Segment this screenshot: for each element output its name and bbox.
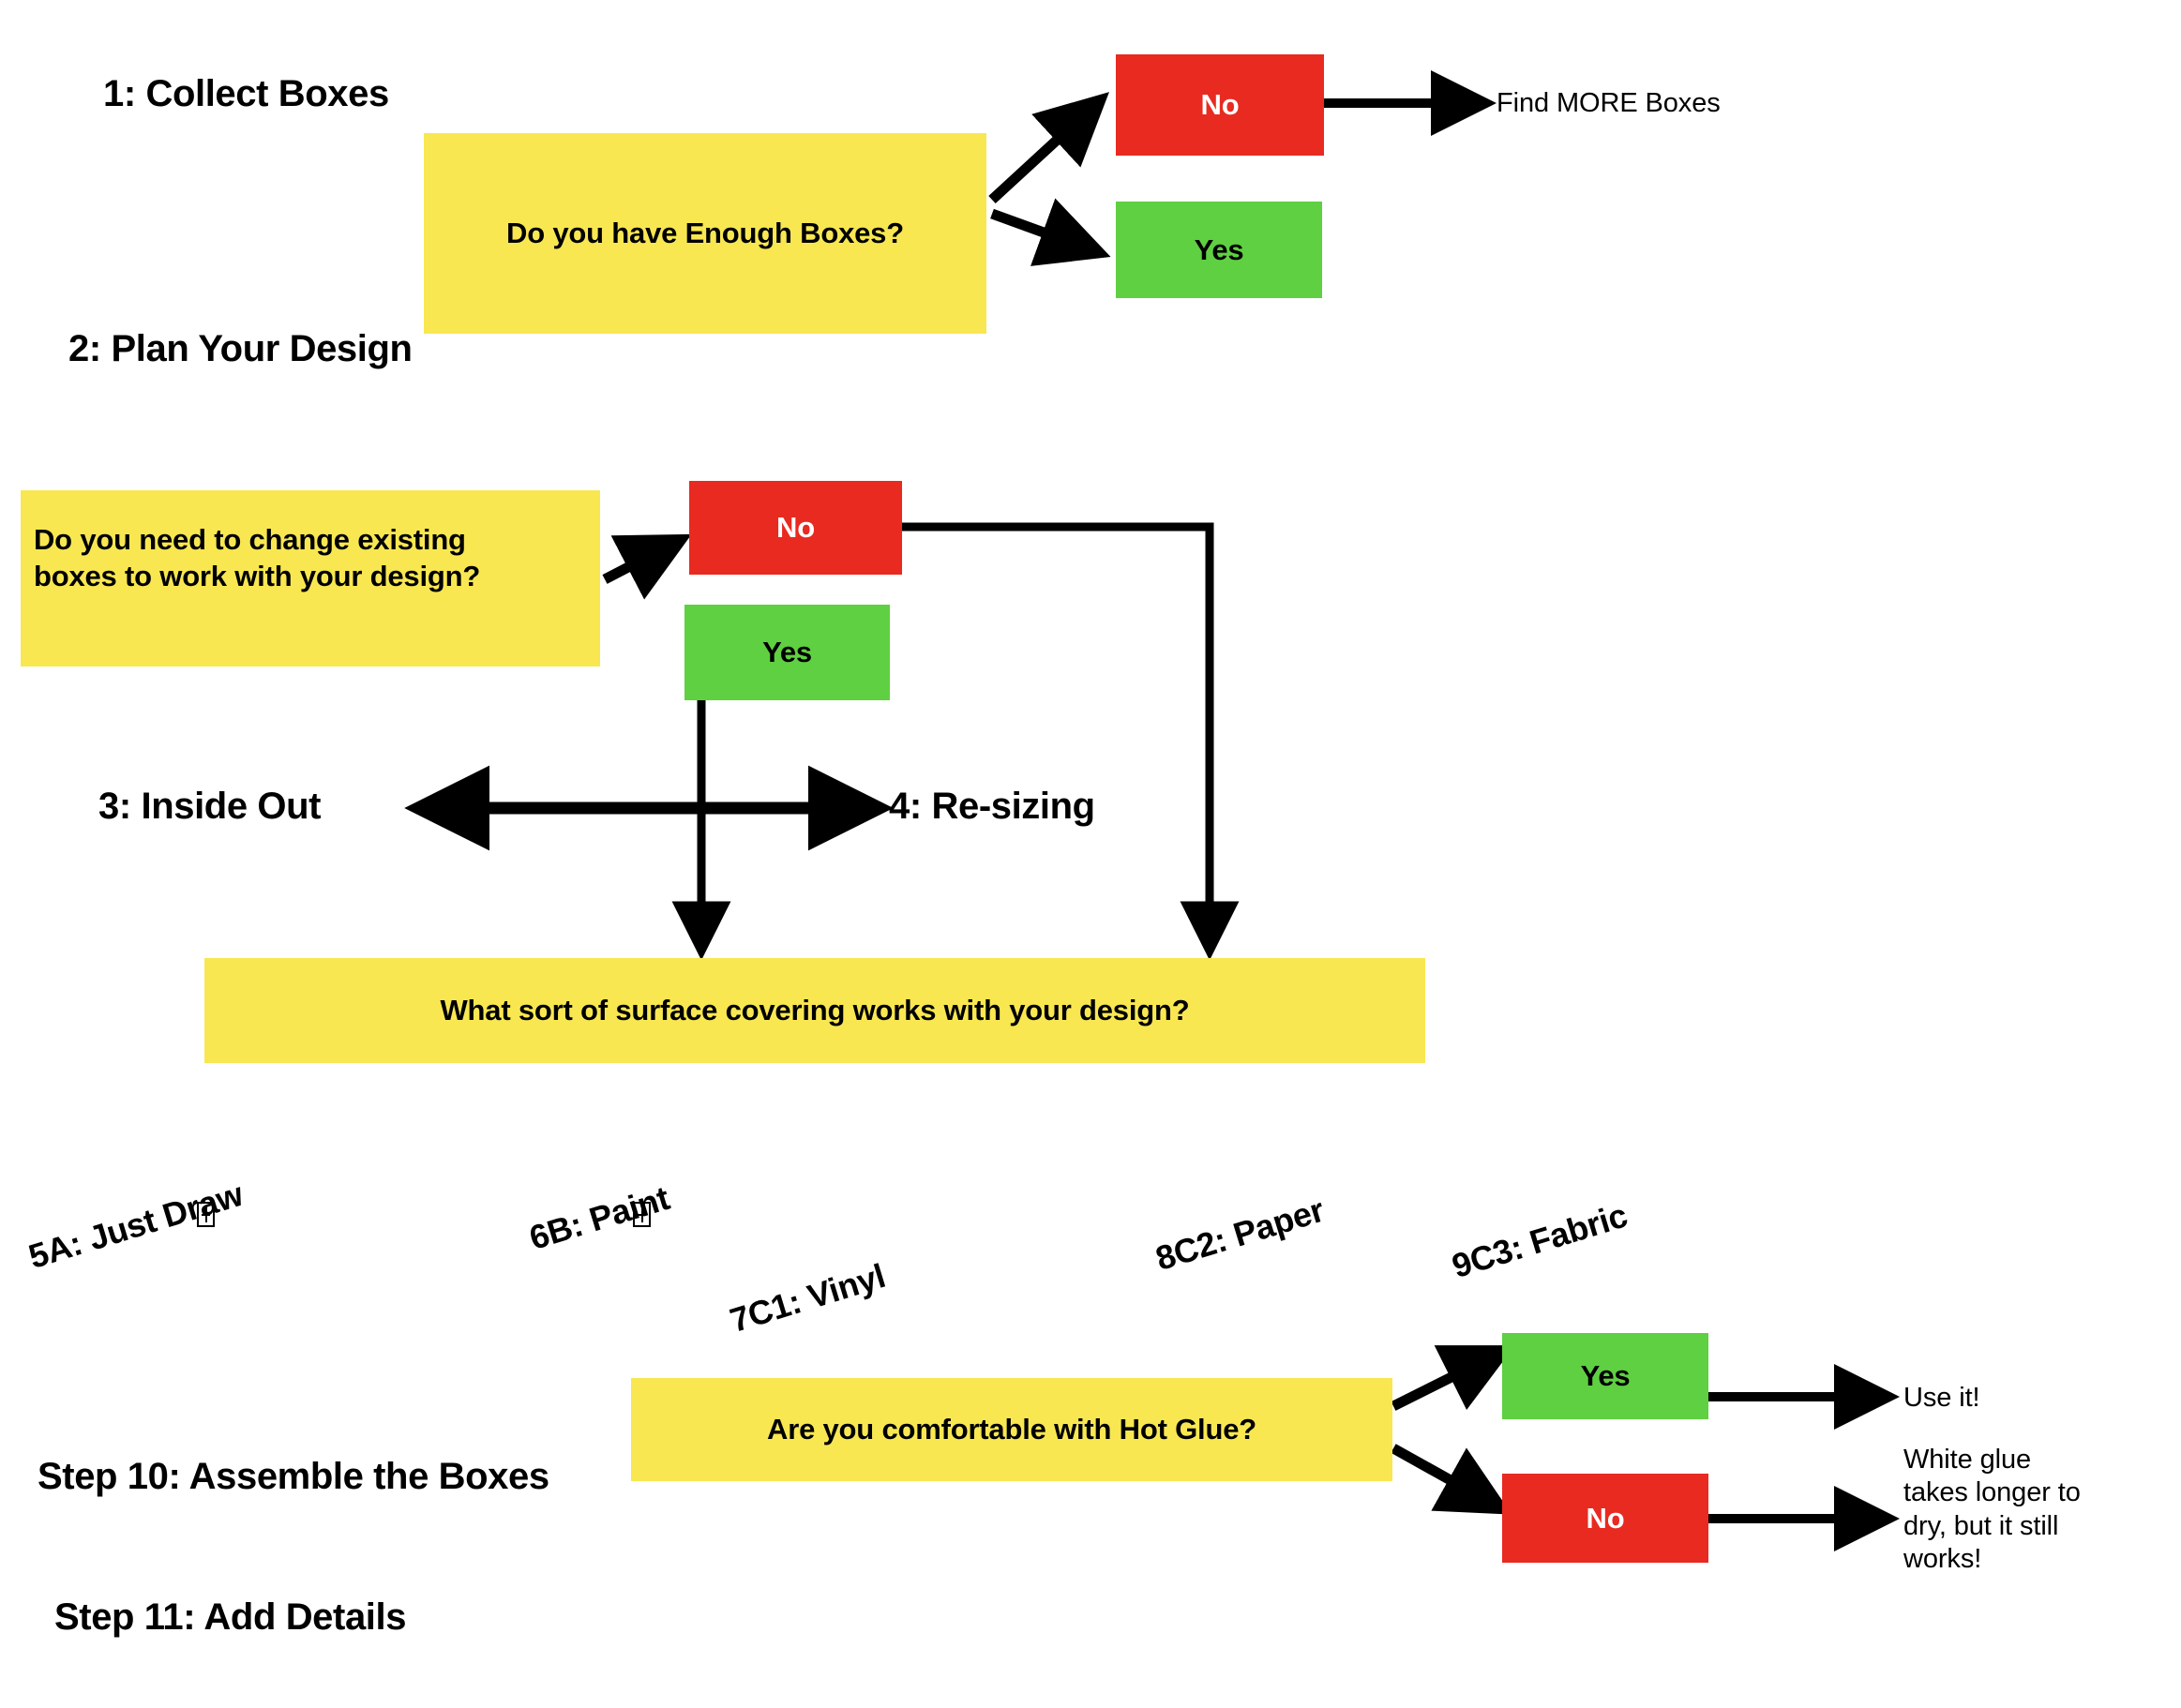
option-no-change-existing[interactable]: No	[689, 481, 902, 575]
white-glue-line-3: dry, but it still	[1903, 1510, 2059, 1541]
option-yes-hot-glue[interactable]: Yes	[1502, 1333, 1708, 1419]
step-1-title: 1: Collect Boxes	[103, 73, 389, 114]
question-change-existing-boxes: Do you need to change existing boxes to …	[21, 490, 600, 667]
option-no-hot-glue[interactable]: No	[1502, 1474, 1708, 1563]
question-hot-glue: Are you comfortable with Hot Glue?	[631, 1378, 1392, 1481]
missing-glyph-icon-1	[197, 1202, 215, 1227]
covering-option-9c3-fabric[interactable]: 9C3: Fabric	[1447, 1195, 1632, 1286]
white-glue-line-1: White glue	[1903, 1445, 2032, 1475]
question-surface-covering: What sort of surface covering works with…	[204, 958, 1425, 1063]
step-11-title: Step 11: Add Details	[54, 1596, 407, 1638]
arrow-enough-boxes-to-no	[988, 92, 1109, 204]
white-glue-line-4: works!	[1903, 1544, 1982, 1575]
covering-option-8c2-paper[interactable]: 8C2: Paper	[1151, 1190, 1329, 1279]
option-no-enough-boxes[interactable]: No	[1116, 54, 1324, 156]
step-3-title: 3: Inside Out	[98, 786, 322, 827]
question-enough-boxes: Do you have Enough Boxes?	[424, 133, 986, 334]
arrow-enough-boxes-to-yes	[990, 198, 1111, 266]
white-glue-line-2: takes longer to	[1903, 1477, 2081, 1508]
step-2-title: 2: Plan Your Design	[68, 328, 413, 369]
outcome-find-more-boxes: Find MORE Boxes	[1497, 88, 1721, 118]
question-change-existing-line-1: Do you need to change existing	[34, 523, 466, 556]
question-change-existing-line-2: boxes to work with your design?	[34, 559, 481, 592]
step-10-title: Step 10: Assemble the Boxes	[38, 1456, 549, 1497]
arrow-no-to-surface-covering	[902, 522, 1240, 961]
covering-option-6b-paint[interactable]: 6B: Paint	[524, 1178, 674, 1258]
step-4-title: 4: Re-sizing	[889, 786, 1095, 827]
missing-glyph-icon-2	[633, 1202, 651, 1227]
arrow-hot-glue-to-yes	[1391, 1345, 1515, 1411]
outcome-white-glue-note: White glue takes longer to dry, but it s…	[1903, 1444, 2128, 1577]
outcome-use-it: Use it!	[1903, 1383, 1980, 1413]
option-yes-change-existing[interactable]: Yes	[684, 605, 890, 700]
option-yes-enough-boxes[interactable]: Yes	[1116, 202, 1322, 298]
arrow-hot-glue-to-no	[1391, 1444, 1512, 1515]
covering-option-7c1-vinyl[interactable]: 7C1: Vinyl	[725, 1256, 890, 1341]
arrow-change-existing-to-no	[602, 533, 692, 600]
